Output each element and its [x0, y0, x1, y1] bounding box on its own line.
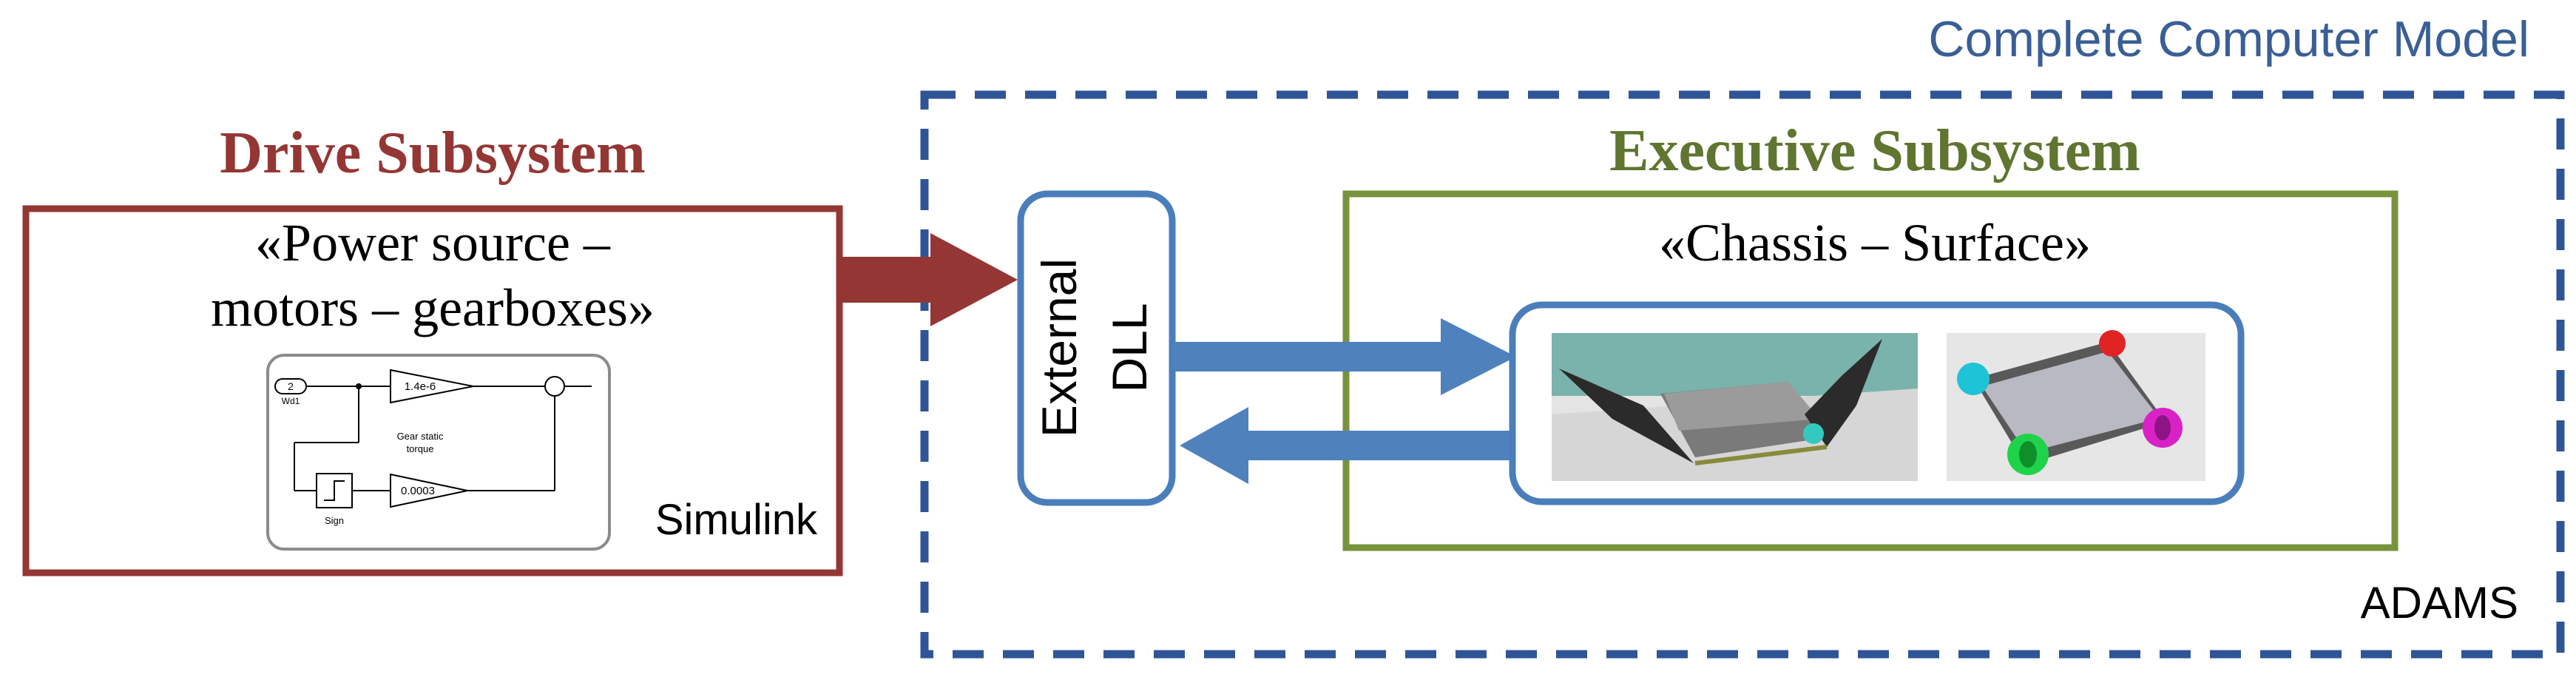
simulink-sign-symbol: [324, 480, 345, 501]
simulink-sum-block: [544, 376, 565, 397]
simulink-gain-bottom: [390, 473, 468, 508]
render2-wheel-front-left: [1957, 363, 1990, 395]
executive-label: «Chassis – Surface»: [1659, 213, 2091, 272]
render1-body-top: [1664, 382, 1819, 431]
adams-label: ADAMS: [2361, 578, 2518, 628]
simulink-inport-number: 2: [288, 380, 294, 392]
simulink-model-frame: [266, 354, 611, 551]
arrow-right-icon: [839, 233, 1018, 326]
simulink-inport-name: Wd1: [282, 396, 300, 406]
robot-chassis-render: [1947, 330, 2205, 481]
drive-subsystem-heading: Drive Subsystem: [220, 121, 646, 186]
simulink-gain-top-value: 1.4e-6: [405, 380, 436, 393]
render2-body: [1982, 352, 2160, 453]
render1-wheel: [1803, 423, 1824, 444]
render1-track-left: [1559, 369, 1694, 463]
render2-wheel-rear-right-hub: [2154, 415, 2171, 440]
simulink-model-diagram: 2 Wd1 1.4e-6 Gear static torque Sign 0.0…: [266, 354, 611, 551]
render1-bottom-rail: [1694, 445, 1828, 465]
arrow-right-icon: [1172, 318, 1516, 395]
complete-model-frame: [920, 90, 2565, 659]
render1-track-right: [1805, 339, 1882, 447]
render2-wheel-rear-left-hub: [2019, 441, 2037, 468]
complete-model-title: Complete Computer Model: [1928, 11, 2529, 67]
simulink-gain-bottom-value: 0.0003: [401, 485, 435, 497]
simulink-note-line1: Gear static: [397, 431, 444, 442]
external-dll-line2: DLL: [1102, 303, 1157, 392]
arrow-left-icon: [1180, 407, 1516, 484]
executive-subsystem-heading: Executive Subsystem: [1609, 118, 2140, 184]
robot-surface-render: [1552, 333, 1918, 481]
simulink-note-line2: torque: [407, 443, 434, 454]
drive-label-line1: «Power source –: [255, 213, 611, 272]
simulink-label: Simulink: [655, 496, 818, 544]
drive-label-line2: motors – gearboxes»: [211, 278, 655, 337]
simulink-sign-label: Sign: [325, 515, 344, 526]
simulink-gain-top: [390, 369, 474, 404]
external-dll-line1: External: [1032, 258, 1086, 437]
render2-wheel-front-right: [2099, 330, 2126, 357]
